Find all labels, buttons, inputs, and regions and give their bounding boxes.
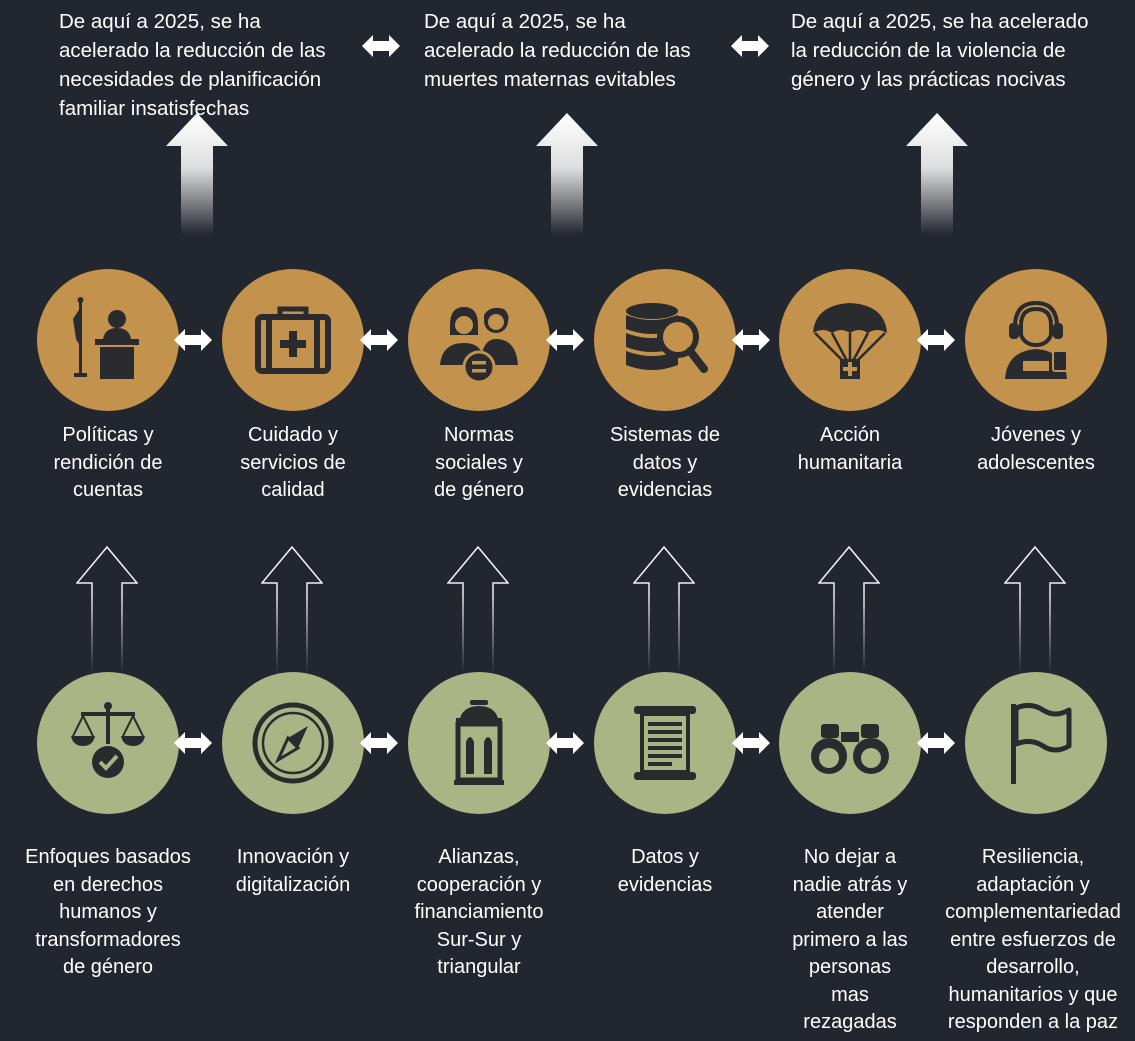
up-arrow-icon (166, 113, 228, 235)
result-unmet-family-planning: De aquí a 2025, se ha acelerado la reduc… (59, 10, 326, 120)
parachute-aid-icon (813, 303, 887, 379)
output-label-policies: Políticas y rendición de cuentas (53, 424, 163, 501)
accelerator-label-data: Datos y evidencias (617, 846, 713, 896)
up-arrow-outline-icon (818, 545, 880, 673)
accelerator-label-rights: Enfoques basados en derechos humanos y t… (25, 846, 191, 978)
scales-check-icon (71, 702, 145, 778)
accelerator-data-circle (594, 672, 736, 814)
double-arrow-icon (174, 732, 212, 754)
accelerator-alliances-circle (408, 672, 550, 814)
accelerator-resilience-circle (965, 672, 1107, 814)
gender-equality-people-icon (440, 307, 518, 384)
lantern-icon (454, 700, 504, 785)
accelerator-label-alliances: Alianzas, cooperación y financiamiento S… (414, 846, 544, 978)
podium-speaker-icon (73, 297, 139, 379)
up-arrow-icon (536, 113, 598, 235)
output-label-humanitarian: Acción humanitaria (797, 424, 903, 474)
output-norms-circle (408, 269, 550, 411)
double-arrow-icon (362, 35, 400, 57)
accelerator-label-resilience: Resiliencia, adaptación y complementarie… (945, 846, 1121, 1033)
output-label-youth: Jóvenes y adolescentes (977, 424, 1095, 474)
medical-kit-icon (255, 306, 331, 374)
output-label-data-systems: Sistemas de datos y evidencias (609, 424, 721, 501)
double-arrow-icon (917, 329, 955, 351)
accelerator-label-innovation: Innovación y digitalización (235, 846, 351, 896)
binoculars-icon (811, 724, 889, 774)
result-maternal-deaths: De aquí a 2025, se ha acelerado la reduc… (424, 10, 691, 91)
flag-icon (1011, 702, 1072, 784)
double-arrow-icon (731, 35, 769, 57)
output-policies-circle (37, 269, 179, 411)
up-arrow-outline-icon (633, 545, 695, 673)
up-arrow-outline-icon (261, 545, 323, 673)
output-label-care: Cuidado y servicios de calidad (240, 424, 346, 501)
up-arrow-icon (906, 113, 968, 235)
double-arrow-icon (360, 732, 398, 754)
accelerator-leave-no-one-circle (779, 672, 921, 814)
output-youth-circle (965, 269, 1107, 411)
scroll-document-icon (634, 706, 696, 780)
database-search-icon (626, 303, 708, 373)
double-arrow-icon (732, 732, 770, 754)
accelerator-rights-circle (37, 672, 179, 814)
compass-icon (252, 702, 334, 784)
double-arrow-icon (174, 329, 212, 351)
double-arrow-icon (917, 732, 955, 754)
accelerator-label-leave-no-one: No dejar a nadie atrás y atender primero… (792, 846, 908, 1033)
young-person-headset-icon (1005, 300, 1068, 379)
output-care-circle (222, 269, 364, 411)
double-arrow-icon (732, 329, 770, 351)
accelerator-innovation-circle (222, 672, 364, 814)
up-arrow-outline-icon (1004, 545, 1066, 673)
double-arrow-icon (546, 329, 584, 351)
result-gender-violence: De aquí a 2025, se ha acelerado la reduc… (791, 10, 1089, 91)
double-arrow-icon (546, 732, 584, 754)
output-humanitarian-circle (779, 269, 921, 411)
up-arrow-outline-icon (76, 545, 138, 673)
double-arrow-icon (360, 329, 398, 351)
output-label-norms: Normas sociales y de género (433, 424, 525, 501)
output-data-systems-circle (594, 269, 736, 411)
up-arrow-outline-icon (447, 545, 509, 673)
